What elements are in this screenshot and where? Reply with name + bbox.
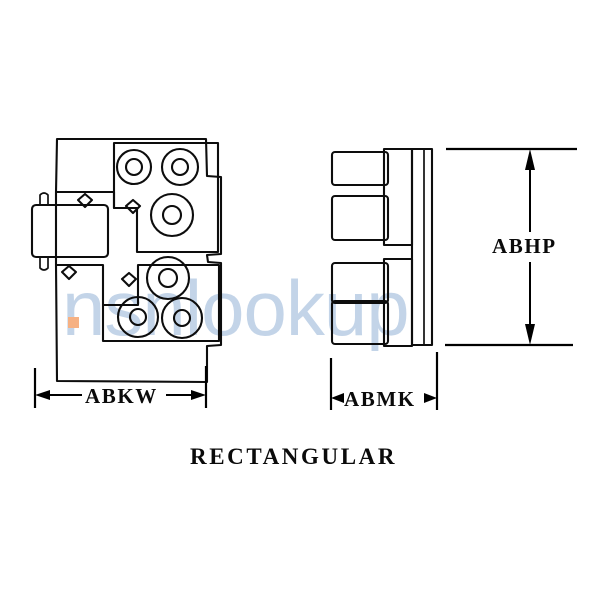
side-contact-bar-4: [330, 299, 390, 346]
side-view-group: [330, 147, 434, 348]
abmk-arrow-right: [424, 393, 437, 403]
abkw-arrow-left: [35, 390, 50, 400]
front-left-step-edge: [55, 190, 116, 210]
abmk-arrow-left: [331, 393, 344, 403]
front-receptacle-mid-right: [149, 192, 195, 238]
watermark-nsnlookup: nsnlookup: [62, 264, 410, 352]
side-lower-body-block: [382, 257, 414, 348]
watermark-text: nsnlookup: [62, 264, 409, 352]
abhp-arrow-top: [525, 149, 535, 170]
front-connector-body: [30, 203, 110, 259]
abkw-label: ABKW: [85, 384, 158, 408]
side-upper-body-block: [382, 147, 414, 247]
side-contact-bar-1: [330, 150, 390, 187]
front-receptacle-upper-right: [160, 147, 200, 187]
front-left-lower-step-edge: [55, 263, 105, 307]
front-receptacle-lower-right: [160, 296, 204, 340]
front-mount-hole-lower-left: [60, 264, 78, 281]
front-view-group: [30, 137, 223, 384]
abhp-label: ABHP: [492, 234, 557, 258]
abhp-arrow-bottom: [525, 324, 535, 345]
dimension-abhp: ABHP: [445, 147, 577, 347]
figure-caption: RECTANGULAR: [190, 444, 397, 469]
front-connector-tab-bottom: [39, 256, 49, 271]
front-mount-hole-upper-mid: [124, 198, 142, 215]
front-receptacle-upper-left: [115, 148, 153, 186]
front-receptacle-lower-left: [116, 295, 160, 339]
front-left-connector-box: [30, 192, 110, 271]
side-contact-bar-2: [330, 194, 390, 242]
dimension-abmk: ABMK: [329, 352, 439, 411]
dimension-abkw: ABKW: [33, 366, 208, 408]
side-contact-bar-3: [330, 261, 390, 305]
side-flange-plate: [410, 147, 434, 347]
front-body-outline: [54, 137, 223, 384]
front-mount-hole-lower-mid: [120, 271, 138, 288]
front-lower-raised-block: [101, 263, 221, 343]
front-connector-tab-top: [39, 192, 49, 206]
abmk-label: ABMK: [344, 387, 416, 411]
watermark-accent-square: [68, 317, 79, 328]
front-mount-hole-upper-left: [76, 192, 94, 209]
abkw-arrow-right: [191, 390, 206, 400]
front-receptacle-lower-upper-right: [145, 255, 191, 301]
